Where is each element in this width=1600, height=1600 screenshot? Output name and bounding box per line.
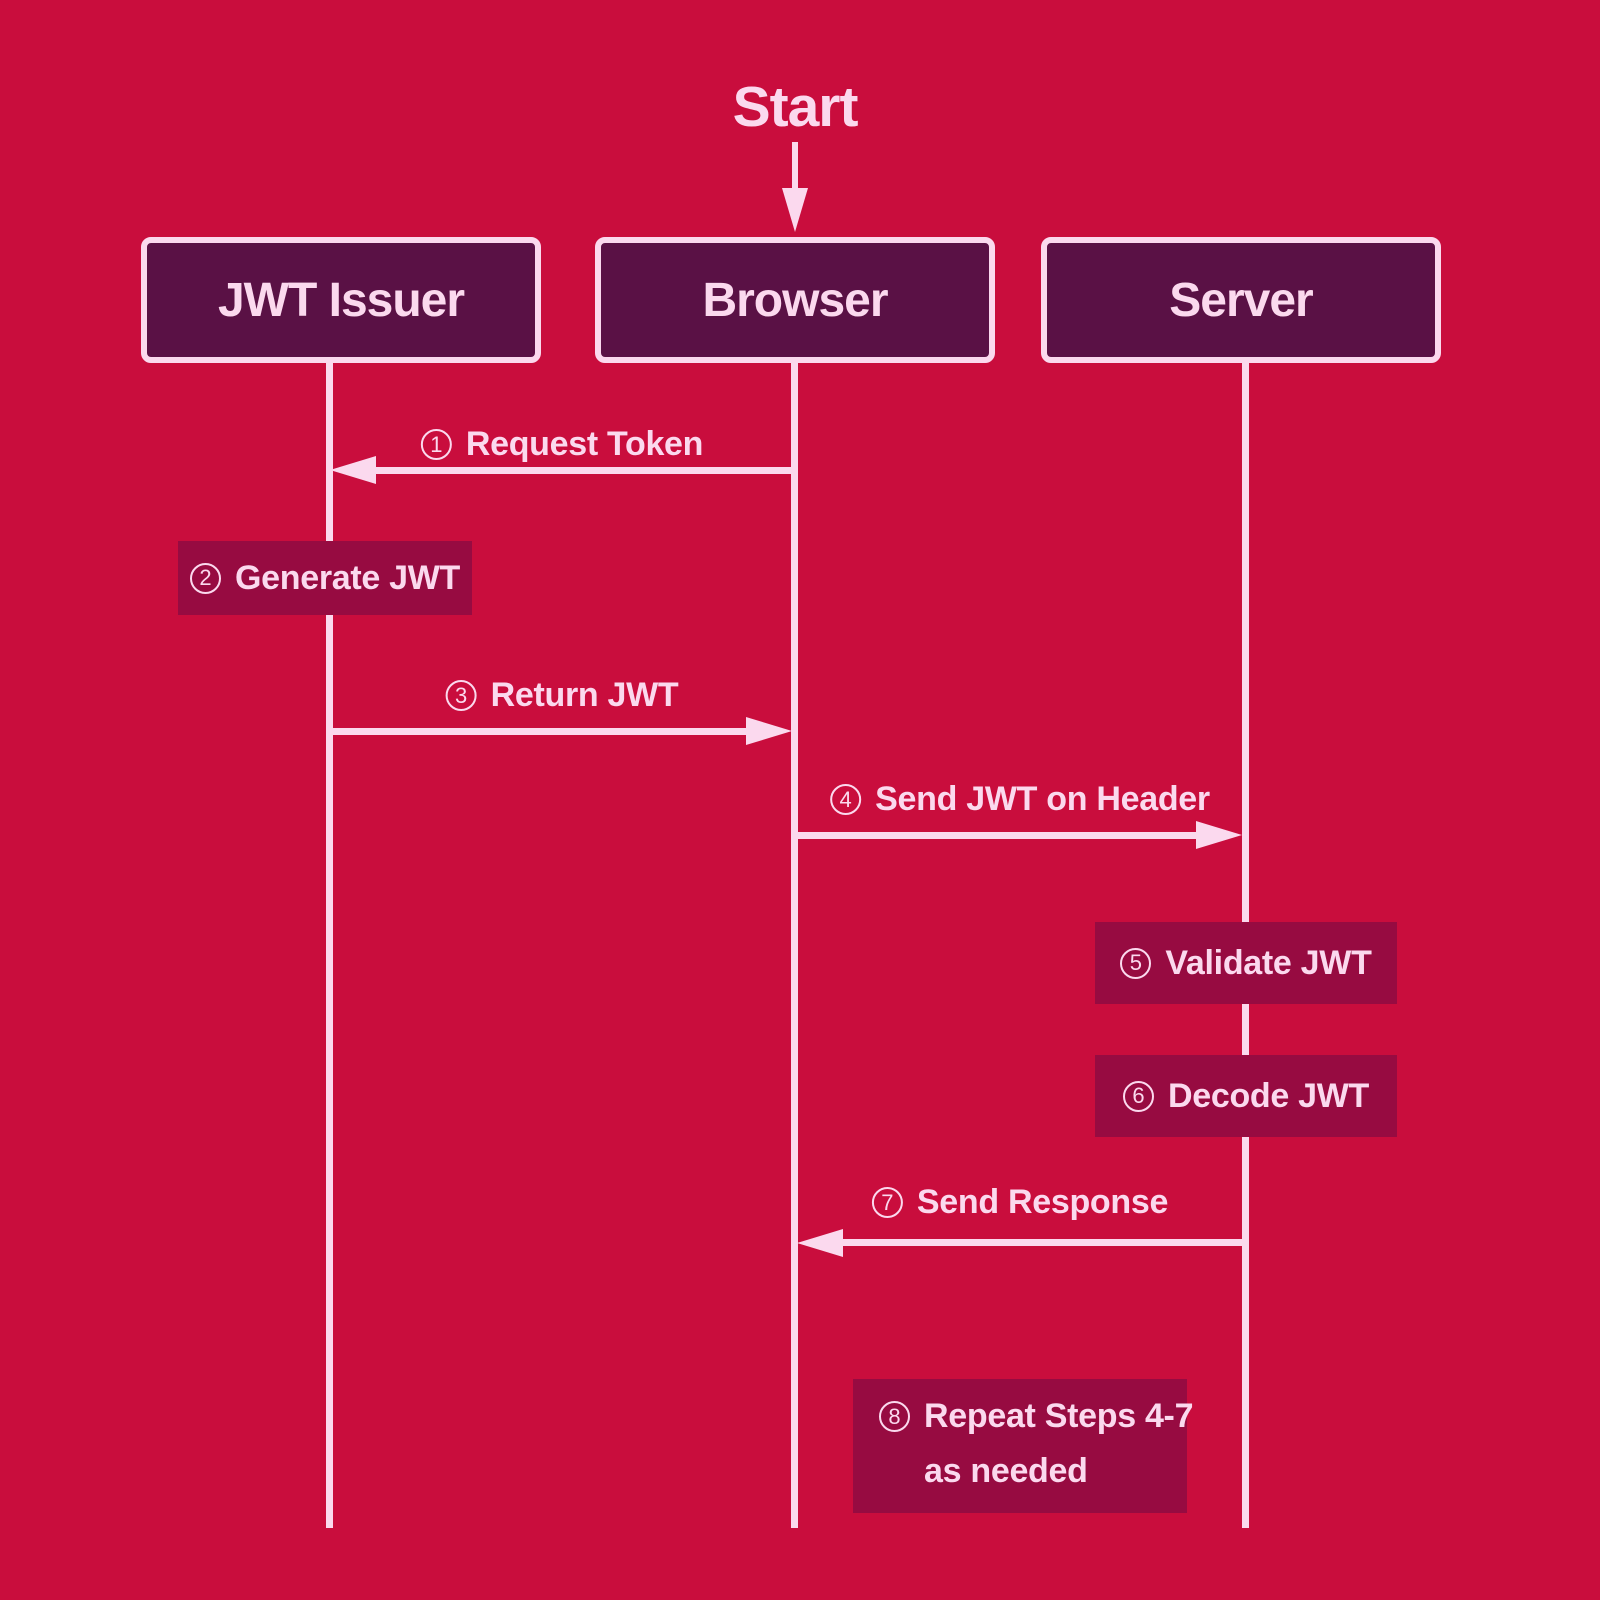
note-box-repeat-steps: 8 Repeat Steps 4-7 as needed xyxy=(853,1379,1194,1513)
note-text-line-2: as needed xyxy=(924,1452,1088,1490)
action-box-validate-jwt: 5 Validate JWT xyxy=(1095,922,1397,1004)
actor-label-jwt-issuer: JWT Issuer xyxy=(217,273,465,327)
actor-box-browser: Browser xyxy=(595,237,995,363)
start-arrow-shaft xyxy=(792,142,798,190)
message-label-send-response: 7 Send Response xyxy=(871,1183,1169,1222)
message-text-send-jwt-on-header: Send JWT on Header xyxy=(875,780,1210,818)
arrow-right-icon xyxy=(1196,821,1242,849)
arrow-right-icon xyxy=(746,717,792,745)
message-arrow-shaft-7 xyxy=(839,1239,1246,1246)
message-arrow-shaft-3 xyxy=(330,728,750,735)
note-text-line-1: Repeat Steps 4-7 xyxy=(924,1397,1194,1435)
action-box-generate-jwt: 2 Generate JWT xyxy=(178,541,472,615)
actor-box-jwt-issuer: JWT Issuer xyxy=(141,237,541,363)
actor-label-browser: Browser xyxy=(702,273,888,327)
step-number-circle-5: 5 xyxy=(1120,947,1152,979)
step-number-circle-8: 8 xyxy=(879,1401,910,1432)
message-label-request-token: 1 Request Token xyxy=(420,425,704,464)
lifeline-browser xyxy=(791,360,798,1528)
step-number-circle-7: 7 xyxy=(871,1187,903,1218)
step-number-circle-3: 3 xyxy=(445,680,477,711)
start-label: Start xyxy=(732,75,859,139)
note-text-repeat-steps: Repeat Steps 4-7 as needed xyxy=(924,1389,1194,1499)
step-number-circle-2: 2 xyxy=(189,562,221,594)
step-number-circle-6: 6 xyxy=(1122,1080,1154,1112)
action-text-generate-jwt: Generate JWT xyxy=(234,558,461,597)
action-text-decode-jwt: Decode JWT xyxy=(1167,1076,1370,1115)
arrow-left-icon xyxy=(330,456,376,484)
action-box-decode-jwt: 6 Decode JWT xyxy=(1095,1055,1397,1137)
message-arrow-shaft-1 xyxy=(372,467,795,474)
lifeline-jwt-issuer xyxy=(326,360,333,1528)
message-arrow-shaft-4 xyxy=(795,832,1200,839)
message-text-request-token: Request Token xyxy=(465,425,704,463)
message-label-return-jwt: 3 Return JWT xyxy=(445,676,679,715)
actor-label-server: Server xyxy=(1169,273,1313,327)
message-text-send-response: Send Response xyxy=(916,1183,1169,1221)
message-label-send-jwt-on-header: 4 Send JWT on Header xyxy=(830,780,1210,819)
step-number-circle-1: 1 xyxy=(420,429,452,460)
action-text-validate-jwt: Validate JWT xyxy=(1165,943,1372,982)
step-number-circle-4: 4 xyxy=(830,784,862,815)
start-arrow-down-icon xyxy=(782,188,808,232)
arrow-left-icon xyxy=(797,1229,843,1257)
actor-box-server: Server xyxy=(1041,237,1441,363)
message-text-return-jwt: Return JWT xyxy=(490,676,679,714)
